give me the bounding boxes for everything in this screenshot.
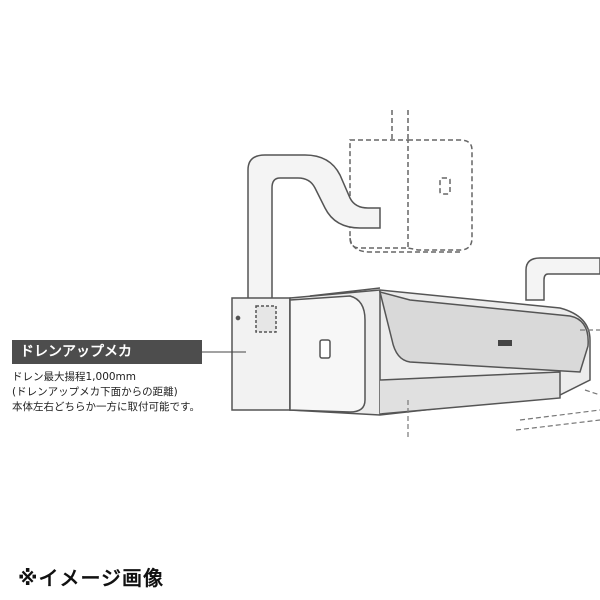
dashed-duct-box bbox=[349, 110, 473, 253]
indoor-unit bbox=[289, 287, 591, 416]
callout-line: ドレン最大揚程1,000mm bbox=[12, 371, 137, 383]
callout-line: (ドレンアップメカ下面からの距離) bbox=[12, 386, 178, 398]
callout-label: ドレンアップメカ bbox=[12, 340, 202, 364]
callout-description: ドレン最大揚程1,000mm (ドレンアップメカ下面からの距離) 本体左右どちら… bbox=[12, 370, 242, 415]
image-note: ※イメージ画像 bbox=[18, 566, 165, 590]
drain-pipe bbox=[247, 154, 381, 301]
callout-line: 本体左右どちらか一方に取付可能です。 bbox=[12, 401, 200, 413]
right-pipe bbox=[525, 257, 600, 301]
dashed-guides bbox=[407, 329, 600, 440]
